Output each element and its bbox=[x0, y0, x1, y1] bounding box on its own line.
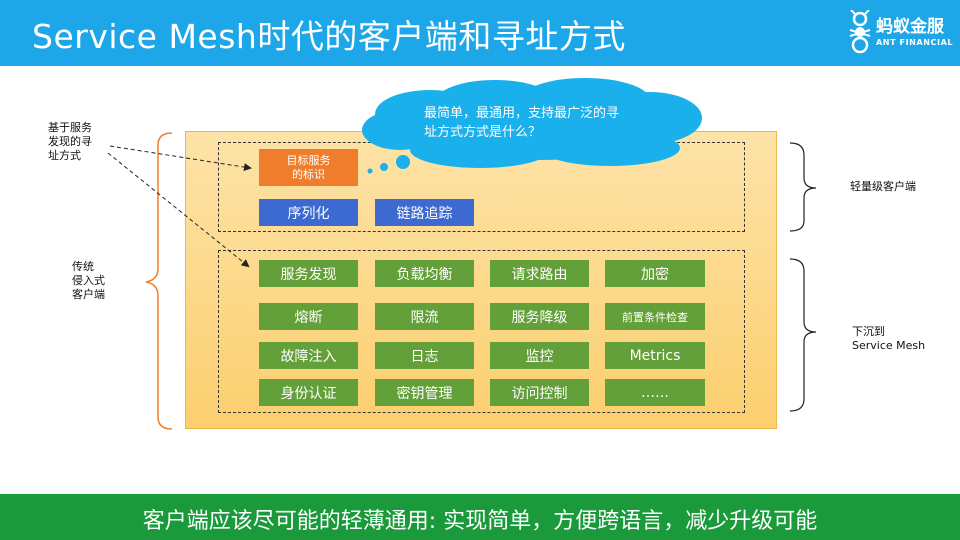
capability-chip: 服务降级 bbox=[490, 303, 589, 330]
sink-to-mesh-label: 下沉到 Service Mesh bbox=[852, 325, 925, 353]
ant-financial-logo: 蚂蚁金服 ANT FINANCIAL bbox=[846, 8, 952, 58]
capability-chip: 前置条件检查 bbox=[605, 303, 705, 330]
traditional-client-label: 传统 侵入式 客户端 bbox=[72, 260, 105, 302]
capability-chip: 加密 bbox=[605, 260, 705, 287]
sink-to-mesh-label-text: 下沉到 Service Mesh bbox=[852, 325, 926, 352]
mesh-capabilities-group bbox=[218, 250, 745, 413]
left-bracket bbox=[145, 132, 173, 430]
target-service-identity-label: 目标服务 的标识 bbox=[286, 153, 331, 181]
serialization-chip: 序列化 bbox=[259, 199, 358, 226]
capability-chip: 熔断 bbox=[259, 303, 358, 330]
cloud-question: 最简单，最通用，支持最广泛的寻址方式方式是什么？ bbox=[424, 106, 620, 140]
lightweight-client-label: 轻量级客户端 bbox=[850, 180, 916, 193]
capability-chip: Metrics bbox=[605, 342, 705, 369]
capability-chip: 日志 bbox=[375, 342, 474, 369]
logo-text: 蚂蚁金服 bbox=[876, 17, 944, 37]
addressing-label-text: 基于服务 发现的寻 址方式 bbox=[48, 121, 92, 162]
capability-chip: 负载均衡 bbox=[375, 260, 474, 287]
capability-chip: 服务发现 bbox=[259, 260, 358, 287]
capability-chip: 访问控制 bbox=[490, 379, 589, 406]
footer-conclusion: 客户端应该尽可能的轻薄通用: 实现简单，方便跨语言，减少升级可能 bbox=[142, 509, 818, 534]
right-bracket-bottom bbox=[789, 258, 817, 412]
addressing-label: 基于服务 发现的寻 址方式 bbox=[48, 121, 92, 163]
capability-chip: 故障注入 bbox=[259, 342, 358, 369]
capability-chip: 限流 bbox=[375, 303, 474, 330]
traditional-client-label-text: 传统 侵入式 客户端 bbox=[72, 260, 105, 301]
capability-chip: 身份认证 bbox=[259, 379, 358, 406]
tracing-chip: 链路追踪 bbox=[375, 199, 474, 226]
capability-chip: 监控 bbox=[490, 342, 589, 369]
header-bar: Service Mesh时代的客户端和寻址方式 蚂蚁金服 ANT FINANCI… bbox=[0, 0, 960, 66]
arrow-to-service-discovery bbox=[107, 152, 250, 268]
target-service-identity-chip: 目标服务 的标识 bbox=[259, 149, 358, 186]
logo-subtext: ANT FINANCIAL bbox=[876, 38, 954, 47]
footer-bar: 客户端应该尽可能的轻薄通用: 实现简单，方便跨语言，减少升级可能 bbox=[0, 494, 960, 540]
slide-title: Service Mesh时代的客户端和寻址方式 bbox=[32, 17, 626, 56]
capability-chip: …… bbox=[605, 379, 705, 406]
ant-icon bbox=[849, 10, 871, 54]
capability-chip: 密钥管理 bbox=[375, 379, 474, 406]
arrow-to-identity bbox=[109, 145, 252, 172]
thought-cloud bbox=[362, 78, 702, 174]
right-bracket-top bbox=[789, 142, 817, 232]
capability-chip: 请求路由 bbox=[490, 260, 589, 287]
